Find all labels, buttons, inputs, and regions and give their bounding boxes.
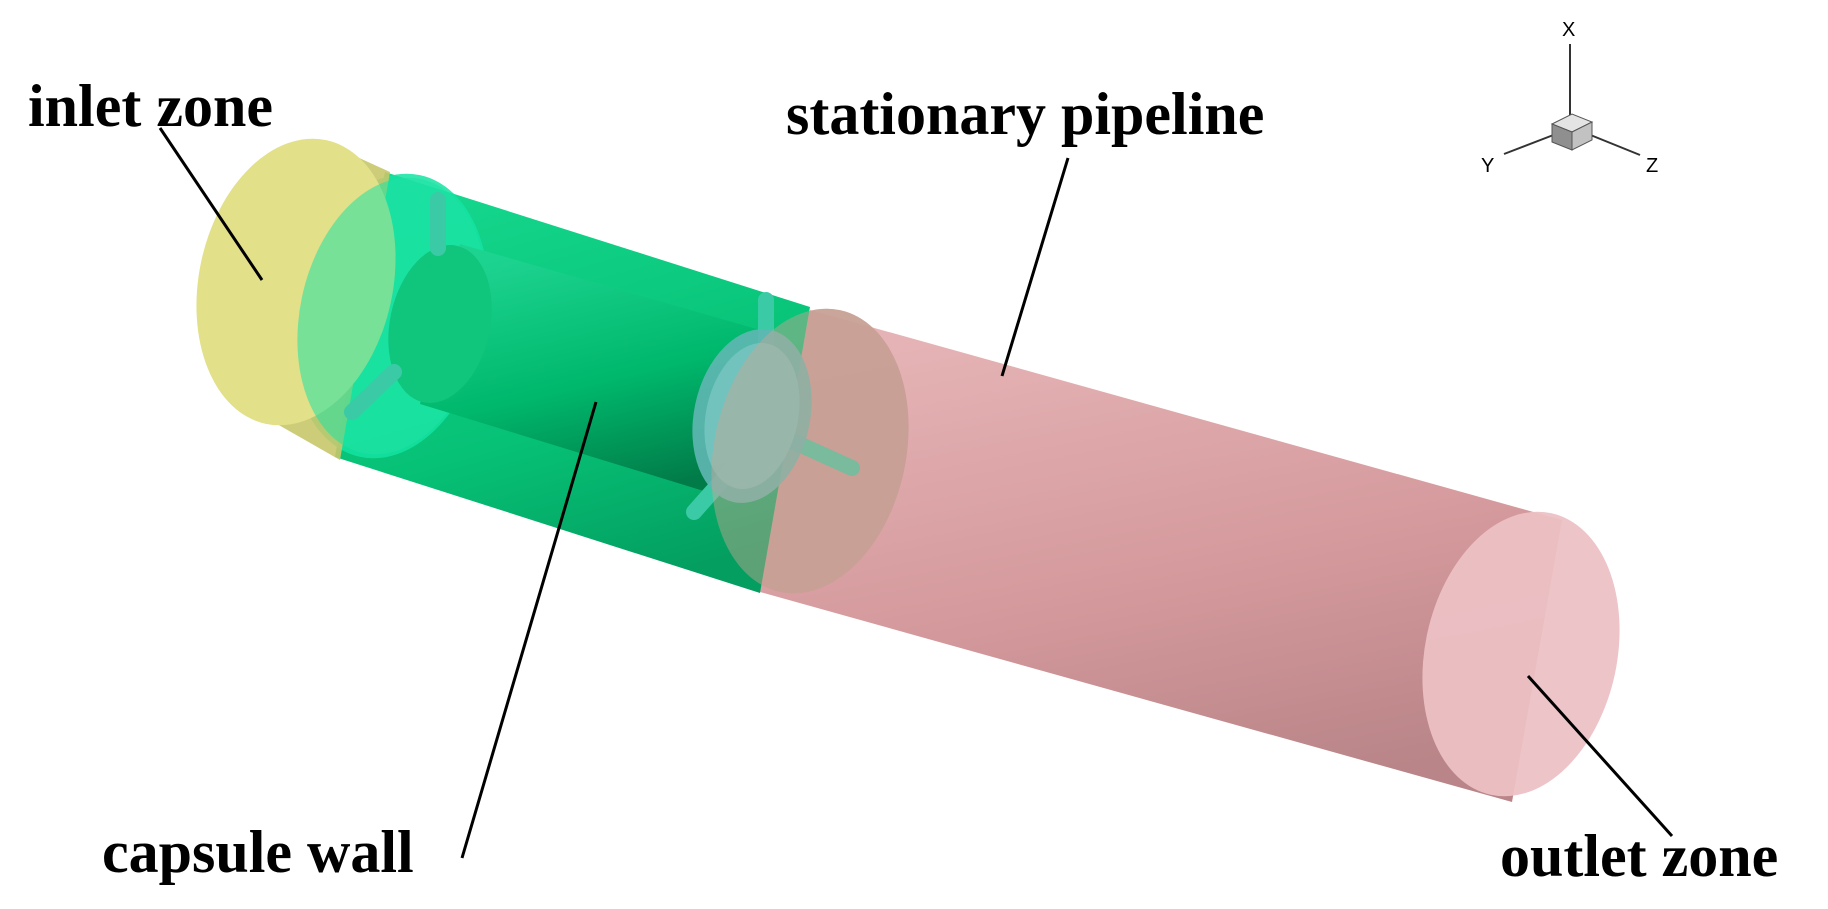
capsule-leader [460, 401, 598, 859]
axis-triad: X Y Z [1481, 19, 1658, 177]
capsule-region-rim [711, 308, 909, 594]
y-axis-label: Y [1481, 155, 1494, 177]
pipeline-leader [1000, 157, 1070, 377]
outlet-leader [1526, 674, 1674, 838]
stationary-pipeline-label: stationary pipeline [786, 81, 1265, 147]
inlet-leader [158, 127, 264, 281]
x-axis-label: X [1562, 19, 1575, 41]
leader-lines [158, 127, 1674, 859]
outlet-zone-label: outlet zone [1500, 823, 1779, 889]
inlet-zone-label: inlet zone [28, 73, 273, 139]
capsule-wall [388, 244, 760, 496]
capsule-wall-label: capsule wall [102, 819, 414, 885]
z-axis-label: Z [1646, 155, 1658, 177]
capsule-end-disk [692, 329, 812, 503]
